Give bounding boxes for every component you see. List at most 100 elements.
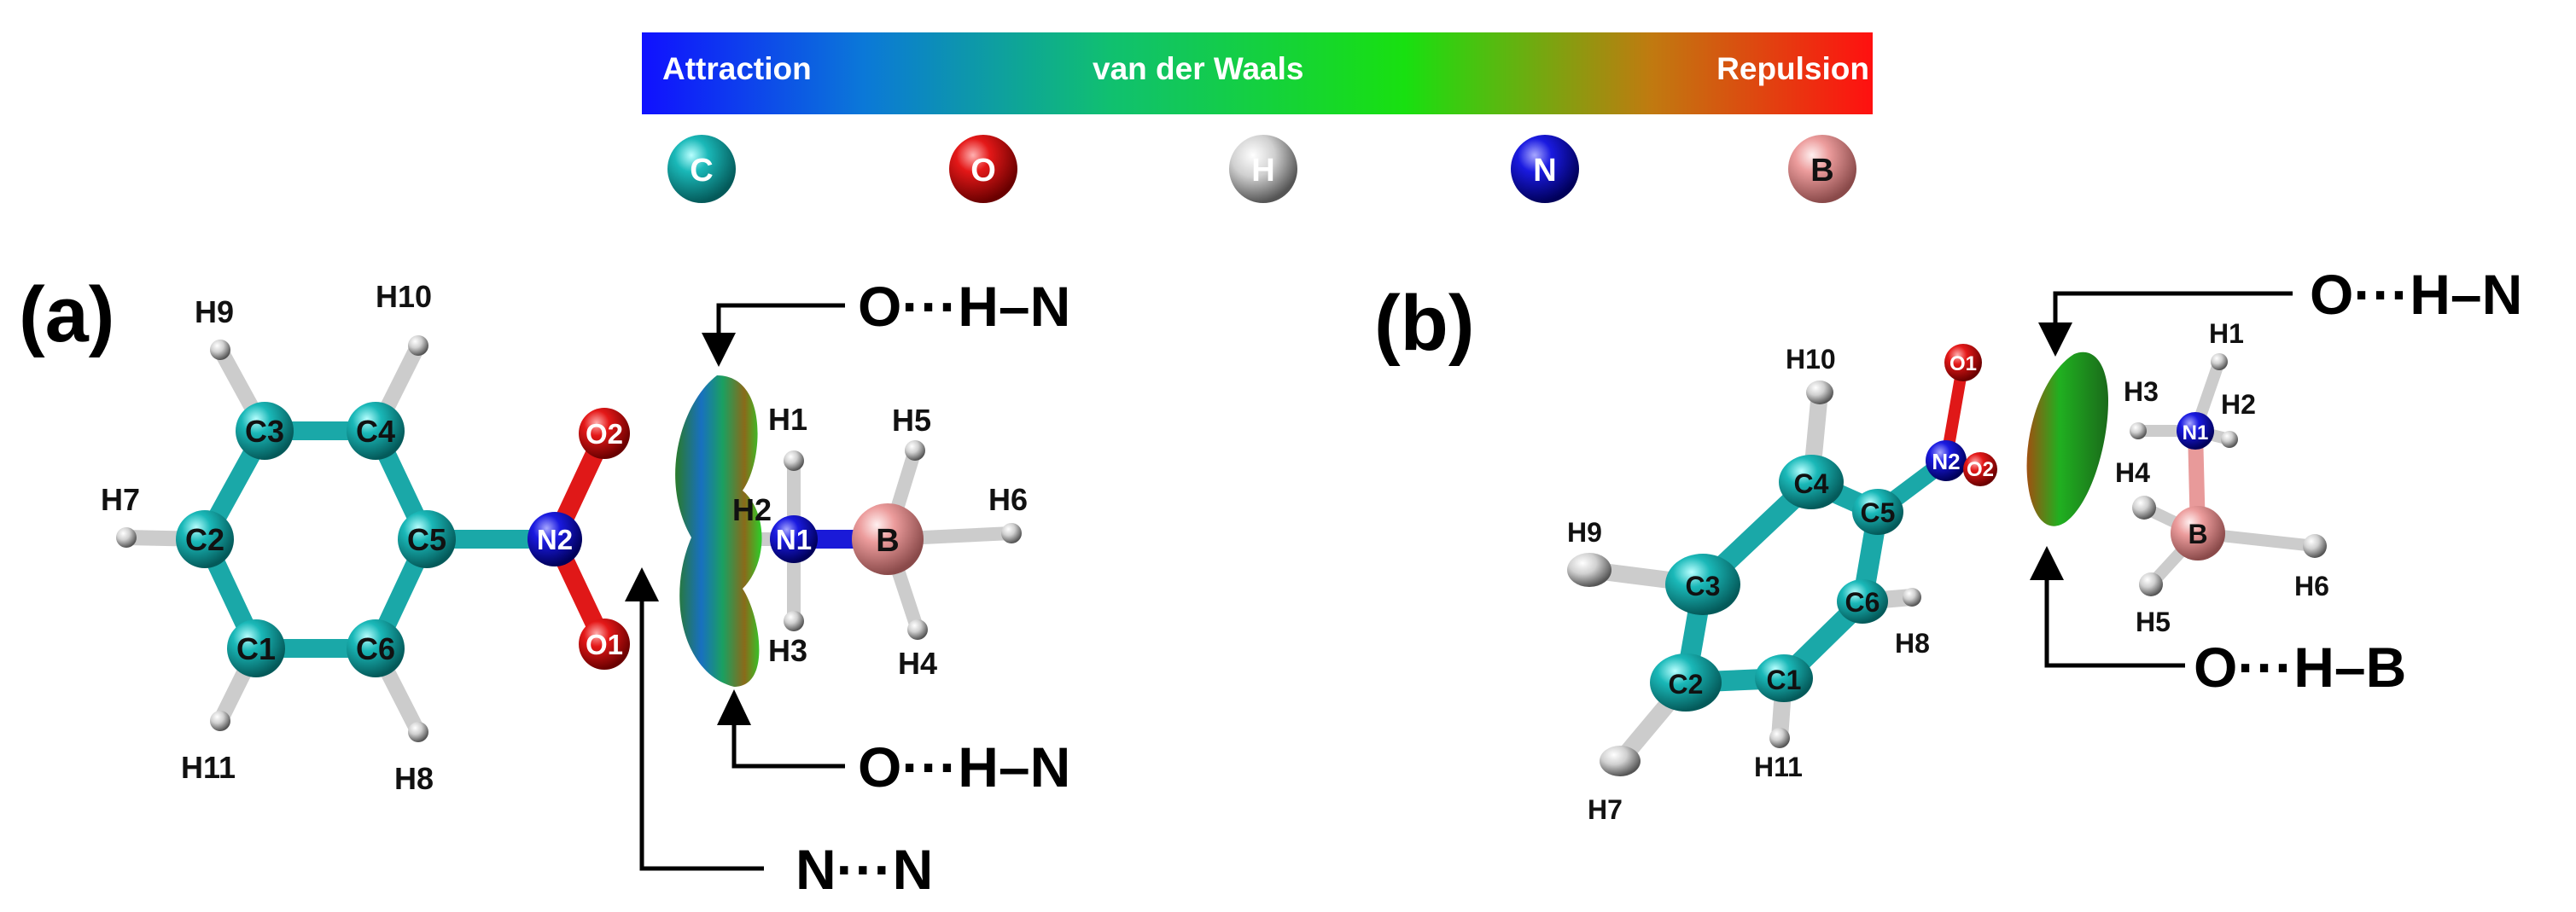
label-a-h9: H9 (195, 294, 234, 329)
label-b-h9: H9 (1567, 517, 1602, 548)
panel-a-interaction-surface (675, 375, 762, 687)
legend-atom-n: N (1511, 135, 1579, 203)
atom-b-n2 (1926, 440, 1967, 481)
atom-a-h3 (784, 611, 804, 631)
atom-a-h1 (784, 450, 804, 471)
panel-b-atom-labels: C1 C2 C3 C4 C5 C6 N2 N1 O1 O2 B H1 H2 H3… (1567, 318, 2329, 825)
label-b-h6: H6 (2294, 571, 2329, 601)
label-b-h1: H1 (2209, 318, 2244, 349)
atom-b-h6 (2303, 534, 2327, 558)
label-b-c3: C3 (1686, 571, 1721, 601)
atom-b-h2 (2221, 431, 2238, 448)
atom-b-c1 (1755, 654, 1813, 702)
atom-a-c4 (347, 402, 405, 460)
atom-a-h11 (210, 711, 230, 731)
label-a-c2: C2 (185, 522, 224, 557)
atom-b-o2 (1963, 452, 1997, 486)
panel-a-interaction-3: N···N (796, 838, 933, 901)
atom-b-h4 (2132, 496, 2156, 520)
atom-a-n1 (770, 515, 818, 563)
atom-b-o1 (1944, 344, 1982, 381)
legend-atom-h: H (1229, 135, 1297, 203)
label-b-h10: H10 (1786, 344, 1836, 375)
legend-atom-h-symbol: H (1251, 153, 1274, 189)
label-a-b: B (876, 523, 899, 559)
atom-a-h5 (905, 440, 925, 461)
atom-b-c5 (1852, 489, 1903, 535)
label-b-h5: H5 (2136, 607, 2171, 637)
label-a-n1: N1 (776, 524, 812, 555)
legend-atom-c: C (667, 135, 736, 203)
repulsion-label: Repulsion (1716, 51, 1869, 86)
label-a-h8: H8 (394, 761, 434, 796)
label-b-o1: O1 (1949, 352, 1977, 375)
label-a-o2: O2 (586, 418, 623, 450)
panel-a-callouts (625, 303, 845, 871)
attraction-label: Attraction (662, 51, 812, 86)
label-b-n1: N1 (2183, 421, 2209, 444)
atom-a-h6 (1001, 523, 1022, 543)
label-a-c1: C1 (236, 631, 276, 666)
atom-b-n1 (2177, 412, 2214, 450)
atom-a-c2 (176, 510, 234, 568)
legend-atom-o: O (949, 135, 1017, 203)
label-b-c2: C2 (1669, 669, 1704, 700)
atom-a-h10 (408, 335, 428, 356)
atom-a-c6 (347, 619, 405, 677)
atom-a-o2 (579, 408, 630, 459)
atom-a-h4 (907, 619, 928, 640)
atom-b-h7 (1600, 746, 1641, 776)
label-a-h1: H1 (768, 402, 807, 437)
label-a-c3: C3 (245, 414, 284, 449)
label-b-n2: N2 (1932, 449, 1960, 474)
atom-b-h10 (1806, 380, 1833, 404)
label-b-c4: C4 (1794, 468, 1829, 499)
label-a-h10: H10 (376, 279, 432, 314)
atom-a-n2 (527, 512, 582, 566)
panel-a-label: (a) (19, 271, 114, 358)
label-b-c1: C1 (1767, 665, 1802, 695)
panel-b-interaction-1: O···H–N (2310, 263, 2522, 326)
atom-b-h1 (2211, 353, 2228, 370)
legend-atom-b-symbol: B (1810, 153, 1833, 189)
legend-atom-n-symbol: N (1533, 153, 1556, 189)
label-a-h6: H6 (988, 482, 1028, 517)
label-a-c6: C6 (356, 631, 395, 666)
panel-a-atom-labels: C1 C2 C3 C4 C5 C6 N2 N1 O2 O1 B H1 H2 H3… (101, 279, 1028, 796)
label-a-n2: N2 (537, 524, 573, 555)
label-a-c4: C4 (356, 414, 395, 449)
atom-legend: C O H N B (667, 135, 1856, 203)
atom-b-c6 (1837, 579, 1888, 624)
label-a-o1: O1 (586, 629, 623, 660)
atom-b-h3 (2130, 422, 2147, 439)
panel-b: (b) (1374, 263, 2522, 825)
label-a-h11: H11 (181, 750, 236, 785)
label-b-b: B (2188, 519, 2207, 549)
label-a-h2: H2 (732, 492, 772, 527)
panel-b-interaction-surface (2026, 351, 2108, 526)
panel-b-interaction-2: O···H–B (2194, 636, 2406, 699)
atom-a-c5 (398, 510, 456, 568)
panel-b-callouts (2030, 291, 2293, 668)
atom-a-b (852, 503, 924, 575)
atom-b-h8 (1903, 588, 1921, 607)
panel-a-interaction-2: O···H–N (858, 735, 1070, 799)
label-b-h3: H3 (2124, 376, 2159, 407)
label-a-c5: C5 (407, 522, 446, 557)
panel-a: (a) (19, 271, 1070, 901)
atom-a-h8 (408, 722, 428, 742)
atom-b-c3 (1665, 554, 1740, 615)
label-b-c6: C6 (1845, 587, 1880, 618)
label-b-h7: H7 (1588, 794, 1623, 825)
label-a-h4: H4 (898, 646, 937, 681)
label-b-h4: H4 (2115, 457, 2150, 488)
label-a-h5: H5 (892, 403, 931, 438)
atom-b-c2 (1650, 654, 1722, 712)
panel-a-interaction-1: O···H–N (858, 275, 1070, 338)
legend-atom-c-symbol: C (690, 153, 713, 189)
atom-a-o1 (579, 619, 630, 670)
interaction-color-scale: Attraction van der Waals Repulsion (642, 32, 1873, 114)
atom-b-h11 (1769, 728, 1790, 748)
atom-a-h9 (210, 340, 230, 360)
